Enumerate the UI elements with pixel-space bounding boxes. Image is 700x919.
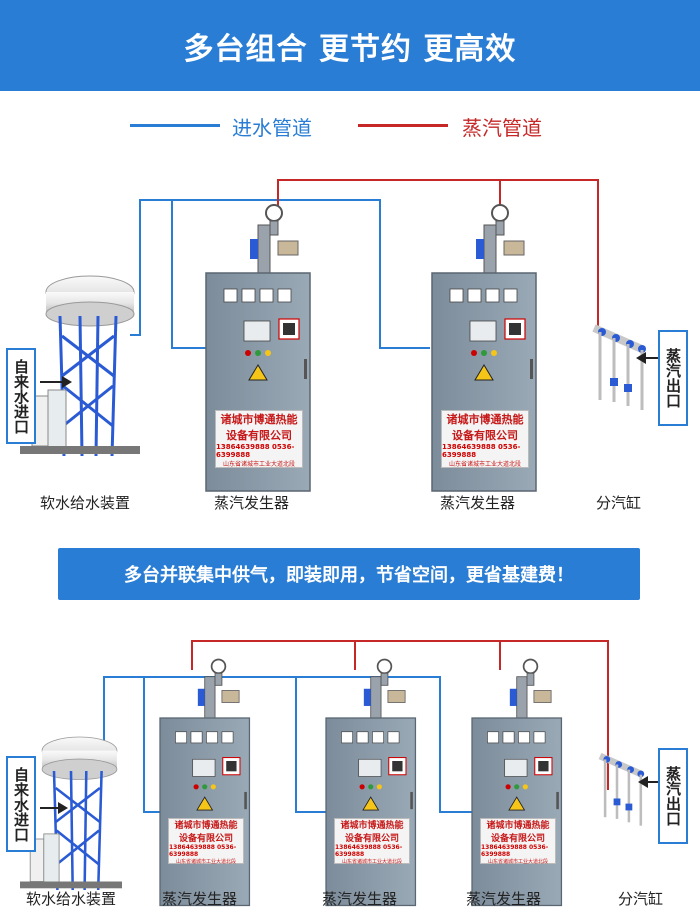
company-name-line2: 设备有限公司 bbox=[226, 428, 292, 442]
water-pipe-legend-label: 进水管道 bbox=[232, 116, 312, 140]
company-name-line2: 设备有限公司 bbox=[452, 428, 518, 442]
steam-pipe-legend-label: 蒸汽管道 bbox=[462, 116, 542, 140]
generator-label: 蒸汽发生器 bbox=[322, 890, 398, 908]
generator-label: 蒸汽发生器 bbox=[214, 494, 290, 512]
water-inlet-box: 自来 水进口 bbox=[6, 348, 36, 444]
company-name-line2: 设备有限公司 bbox=[490, 833, 545, 844]
company-plate: 诸城市博通热能 设备有限公司 13864639888 0536-6399888 … bbox=[441, 410, 529, 468]
steam-outlet-line2: 出口 bbox=[664, 378, 682, 408]
company-plate: 诸城市博通热能 设备有限公司 13864639888 0536-6399888 … bbox=[215, 410, 303, 468]
water-inlet-line1: 自来 bbox=[12, 766, 30, 797]
steam-outlet-line1: 蒸汽 bbox=[664, 348, 682, 378]
company-name-line1: 诸城市博通热能 bbox=[446, 412, 524, 426]
water-inlet-line2: 水进口 bbox=[12, 796, 30, 842]
company-name-line2: 设备有限公司 bbox=[178, 833, 233, 844]
company-phone: 13864639888 0536-6399888 bbox=[169, 843, 237, 858]
generator-label: 蒸汽发生器 bbox=[466, 890, 542, 908]
steam-outlet-line1: 蒸汽 bbox=[664, 766, 682, 796]
water-inlet-line1: 自来 bbox=[12, 358, 30, 389]
softener-label: 软水给水装置 bbox=[26, 890, 117, 908]
company-address: 山东省诸城市工业大道北段 bbox=[175, 858, 236, 865]
company-plate: 诸城市博通热能 设备有限公司 13864639888 0536-6399888 … bbox=[168, 818, 244, 865]
generator-label: 蒸汽发生器 bbox=[162, 890, 238, 908]
company-plate: 诸城市博通热能 设备有限公司 13864639888 0536-6399888 … bbox=[334, 818, 410, 865]
slogan-banner: 多台并联集中供气，即装即用，节省空间，更省基建费！ bbox=[58, 548, 640, 600]
water-inlet-line2: 水进口 bbox=[12, 388, 30, 434]
company-name-line1: 诸城市博通热能 bbox=[220, 412, 298, 426]
company-address: 山东省诸城市工业大道北段 bbox=[341, 858, 402, 865]
slogan-text: 多台并联集中供气，即装即用，节省空间，更省基建费！ bbox=[124, 565, 574, 586]
steam-pipe-legend-line bbox=[358, 124, 448, 127]
header-tank-label: 分汽缸 bbox=[618, 890, 664, 908]
company-name-line2: 设备有限公司 bbox=[344, 833, 399, 844]
steam-outlet-line2: 出口 bbox=[664, 796, 682, 826]
company-name-line1: 诸城市博通热能 bbox=[340, 820, 404, 831]
company-address: 山东省诸城市工业大道北段 bbox=[448, 460, 521, 468]
water-inlet-box: 自来 水进口 bbox=[6, 756, 36, 852]
company-address: 山东省诸城市工业大道北段 bbox=[222, 460, 295, 468]
company-plate: 诸城市博通热能 设备有限公司 13864639888 0536-6399888 … bbox=[480, 818, 556, 865]
steam-outlet-box: 蒸汽 出口 bbox=[658, 330, 688, 426]
company-name-line1: 诸城市博通热能 bbox=[174, 820, 238, 831]
generator-label: 蒸汽发生器 bbox=[440, 494, 516, 512]
company-address: 山东省诸城市工业大道北段 bbox=[487, 858, 548, 865]
company-phone: 13864639888 0536-6399888 bbox=[481, 843, 549, 858]
page-title: 多台组合 更节约 更高效 bbox=[183, 31, 517, 67]
steam-outlet-box: 蒸汽 出口 bbox=[658, 748, 688, 844]
header-tank-label: 分汽缸 bbox=[596, 494, 642, 512]
company-name-line1: 诸城市博通热能 bbox=[486, 820, 550, 831]
company-phone: 13864639888 0536-6399888 bbox=[216, 442, 295, 459]
softener-label: 软水给水装置 bbox=[40, 494, 131, 512]
title-banner: 多台组合 更节约 更高效 bbox=[0, 0, 700, 91]
company-phone: 13864639888 0536-6399888 bbox=[442, 442, 521, 459]
company-phone: 13864639888 0536-6399888 bbox=[335, 843, 403, 858]
water-pipe-legend-line bbox=[130, 124, 220, 127]
